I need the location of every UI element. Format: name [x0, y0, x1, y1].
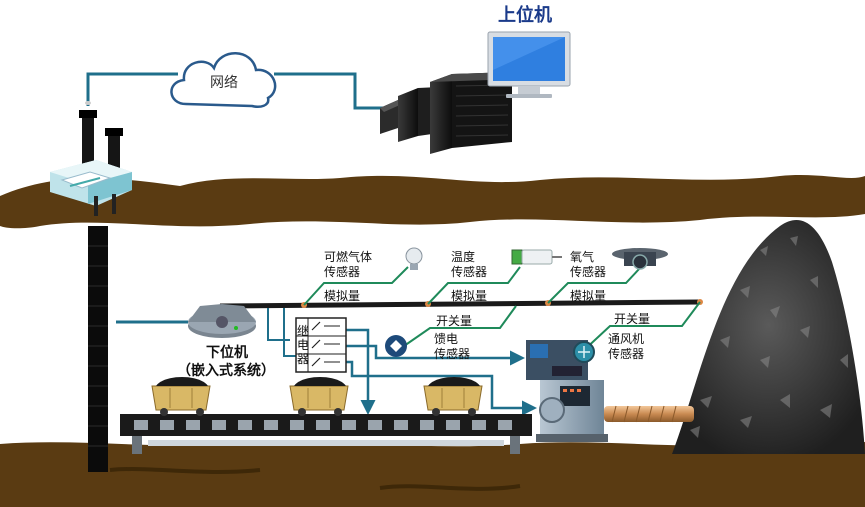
floor-soil: [0, 441, 865, 507]
mine-cart-1: [151, 377, 211, 416]
fan-controller-icon: [526, 340, 608, 442]
feed-sensor-icon: [385, 335, 407, 357]
oxygen-sensor-icon: [612, 248, 668, 270]
mine-cart-3: [423, 377, 483, 416]
gas-sensor-label: 可燃气体 传感器: [324, 250, 373, 279]
relay-arrow-3: [346, 344, 525, 366]
oxygen-sensor-line: [547, 267, 641, 304]
gas-sensor-line: [303, 266, 409, 306]
gas-sensor-icon: [405, 247, 423, 270]
switch-label-1: 开关量: [436, 314, 473, 328]
relay-arrow-1: [267, 308, 290, 341]
analog-label-2: 模拟量: [451, 289, 488, 303]
feed-sensor-label: 馈电 传感器: [434, 332, 471, 361]
server-rack-icon: [380, 72, 512, 154]
coal-pile-icon: [672, 220, 865, 454]
upper-computer-label: 上位机: [498, 5, 552, 26]
fan-sensor-label: 通风机 传感器: [608, 332, 645, 361]
monitor-icon: [487, 31, 571, 98]
temp-sensor-line: [427, 266, 521, 305]
lower-computer-label: 下位机: [206, 345, 248, 361]
cloud-icon: [170, 52, 277, 108]
analog-label-1: 模拟量: [324, 289, 361, 303]
lower-computer-icon: [188, 304, 256, 338]
mine-headframe-icon: [50, 101, 132, 216]
conveyor-belt: [120, 414, 532, 454]
lower-computer-sublabel: （嵌入式系统）: [177, 363, 275, 379]
temperature-sensor-icon: [511, 249, 562, 265]
network-label: 网络: [210, 75, 238, 91]
temperature-sensor-label: 温度 传感器: [451, 250, 488, 279]
mine-shaft: [88, 226, 108, 472]
network-line-right: [274, 72, 392, 110]
surface-soil: [0, 175, 865, 229]
feed-sensor-line: [403, 305, 517, 347]
network-line-left: [86, 72, 178, 106]
fan-sensor-line: [581, 301, 701, 353]
analog-label-3: 模拟量: [570, 289, 607, 303]
switch-label-2: 开关量: [614, 312, 651, 326]
relay-module-icon: [295, 317, 347, 373]
mine-cart-2: [289, 377, 349, 416]
main-bus-cable: [219, 299, 701, 309]
oxygen-sensor-label: 氧气 传感器: [570, 250, 607, 279]
relay-label: 继电器: [297, 324, 310, 366]
relay-arrow-2: [346, 328, 376, 415]
relay-arrow-4: [346, 360, 537, 416]
ventilation-pipe-icon: [604, 405, 694, 423]
